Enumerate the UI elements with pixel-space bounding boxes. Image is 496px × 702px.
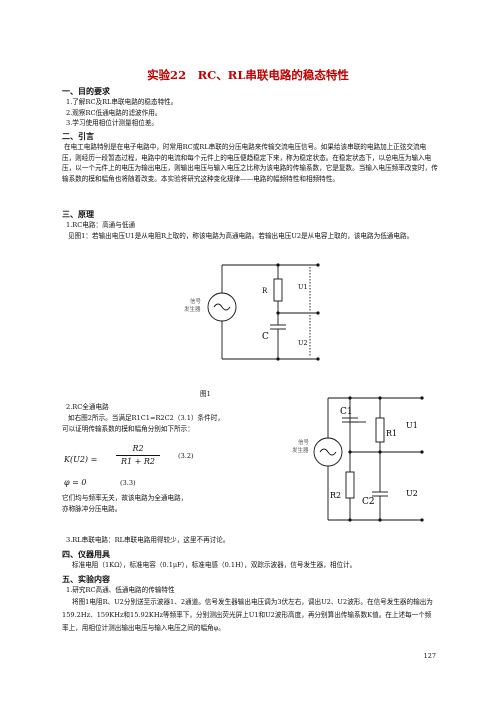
content-text: 将图1电阻R、U2分别送至示波器1、2通道。信号发生器输出电压调为3伏左右，调出… <box>62 598 433 632</box>
aim-item: 2.观察RC低通电路的滤波作用。 <box>66 108 162 117</box>
principle-sub2-text4: 亦称脉冲分压电路。 <box>62 505 122 513</box>
fig2-r2-label: R2 <box>330 491 341 500</box>
fig1-r-label: R <box>262 287 268 295</box>
figure-1-circuit: 信号 发生器 R C U1 U2 <box>184 263 320 361</box>
fig1-c-label: C <box>262 332 269 342</box>
section-heading-instruments: 四、仪器用具 <box>62 550 110 559</box>
eq32-numerator: R2 <box>132 444 144 453</box>
intro-paragraph: 在电工电路特别是在电子电路中，时常用RC或RL串联的分压电路来传输交流电压信号。… <box>62 143 438 183</box>
fig1-u2-label: U2 <box>298 339 308 347</box>
figure-2-circuit: 信号 发生器 C1 R1 R2 C2 U1 U2 <box>292 396 424 522</box>
principle-sub2-text1: 如右图2所示。当满足R1C1=R2C2（3.1）条件时， <box>68 414 224 422</box>
page-number: 127 <box>423 652 436 660</box>
fig2-u2-label: U2 <box>406 489 418 498</box>
aim-item: 3.学习使用相位计测量相位差。 <box>66 119 159 127</box>
aims-list: 1.了解RC及RL串联电路的稳态特性。 2.观察RC低通电路的滤波作用。 3.学… <box>66 97 442 129</box>
fig1-source-label-1: 信号 <box>190 297 202 305</box>
eq33-tag: (3.3) <box>120 479 136 487</box>
instruments-text: 标准电阻（1KΩ），标准电容（0.1μF），标准电感（0.1H），双踪示波器，信… <box>72 561 357 569</box>
fig2-source-label-2: 发生器 <box>292 446 309 454</box>
eq32-fraction-bar <box>116 455 160 456</box>
fig2-c1-label: C1 <box>340 407 353 417</box>
principle-sub1-text: 见图1：若输出电压U1是从电阻R上取的，称该电路为高通电路。若输出电压U2是从电… <box>68 232 414 240</box>
fig1-u1-label: U1 <box>298 283 308 291</box>
fig2-u1-label: U1 <box>406 421 418 430</box>
eq32-lhs: K(U2) = <box>64 455 98 464</box>
eq32-denominator: R1 + R2 <box>120 457 155 466</box>
principle-sub2: 2.RC全通电路 <box>66 403 109 411</box>
eq33: φ = 0 <box>64 478 87 487</box>
page-title: 实验22 RC、RL串联电路的稳态特性 <box>147 68 349 82</box>
section-heading-aims: 一、目的要求 <box>62 87 110 96</box>
fig2-r1-label: R1 <box>386 429 397 438</box>
principle-sub2-text3: 它们均与频率无关，故该电路为全通电路， <box>62 494 188 502</box>
fig1-source-label-2: 发生器 <box>184 305 201 313</box>
section-heading-content: 五、实验内容 <box>62 575 110 584</box>
eq32-tag: (3.2) <box>178 452 194 460</box>
principle-sub3: 3.RL串联电路：RL串联电路用得较少，这里不再讨论。 <box>66 536 230 544</box>
principle-sub1: 1.RC电路：高通与低通 <box>66 221 136 229</box>
content-sub1: 1.研究RC高通、低通电路的传输特性 <box>66 586 175 594</box>
section-heading-intro: 二、引言 <box>62 132 94 141</box>
aim-item: 1.了解RC及RL串联电路的稳态特性。 <box>66 98 178 106</box>
section-heading-principle: 三、原理 <box>62 210 94 219</box>
fig2-c2-label: C2 <box>362 497 375 507</box>
principle-sub2-text2: 可以证明传输系数的模和幅角分别如下所示： <box>62 425 194 433</box>
figure-1-caption: 图1 <box>200 390 211 398</box>
fig2-source-label-1: 信号 <box>298 438 310 446</box>
